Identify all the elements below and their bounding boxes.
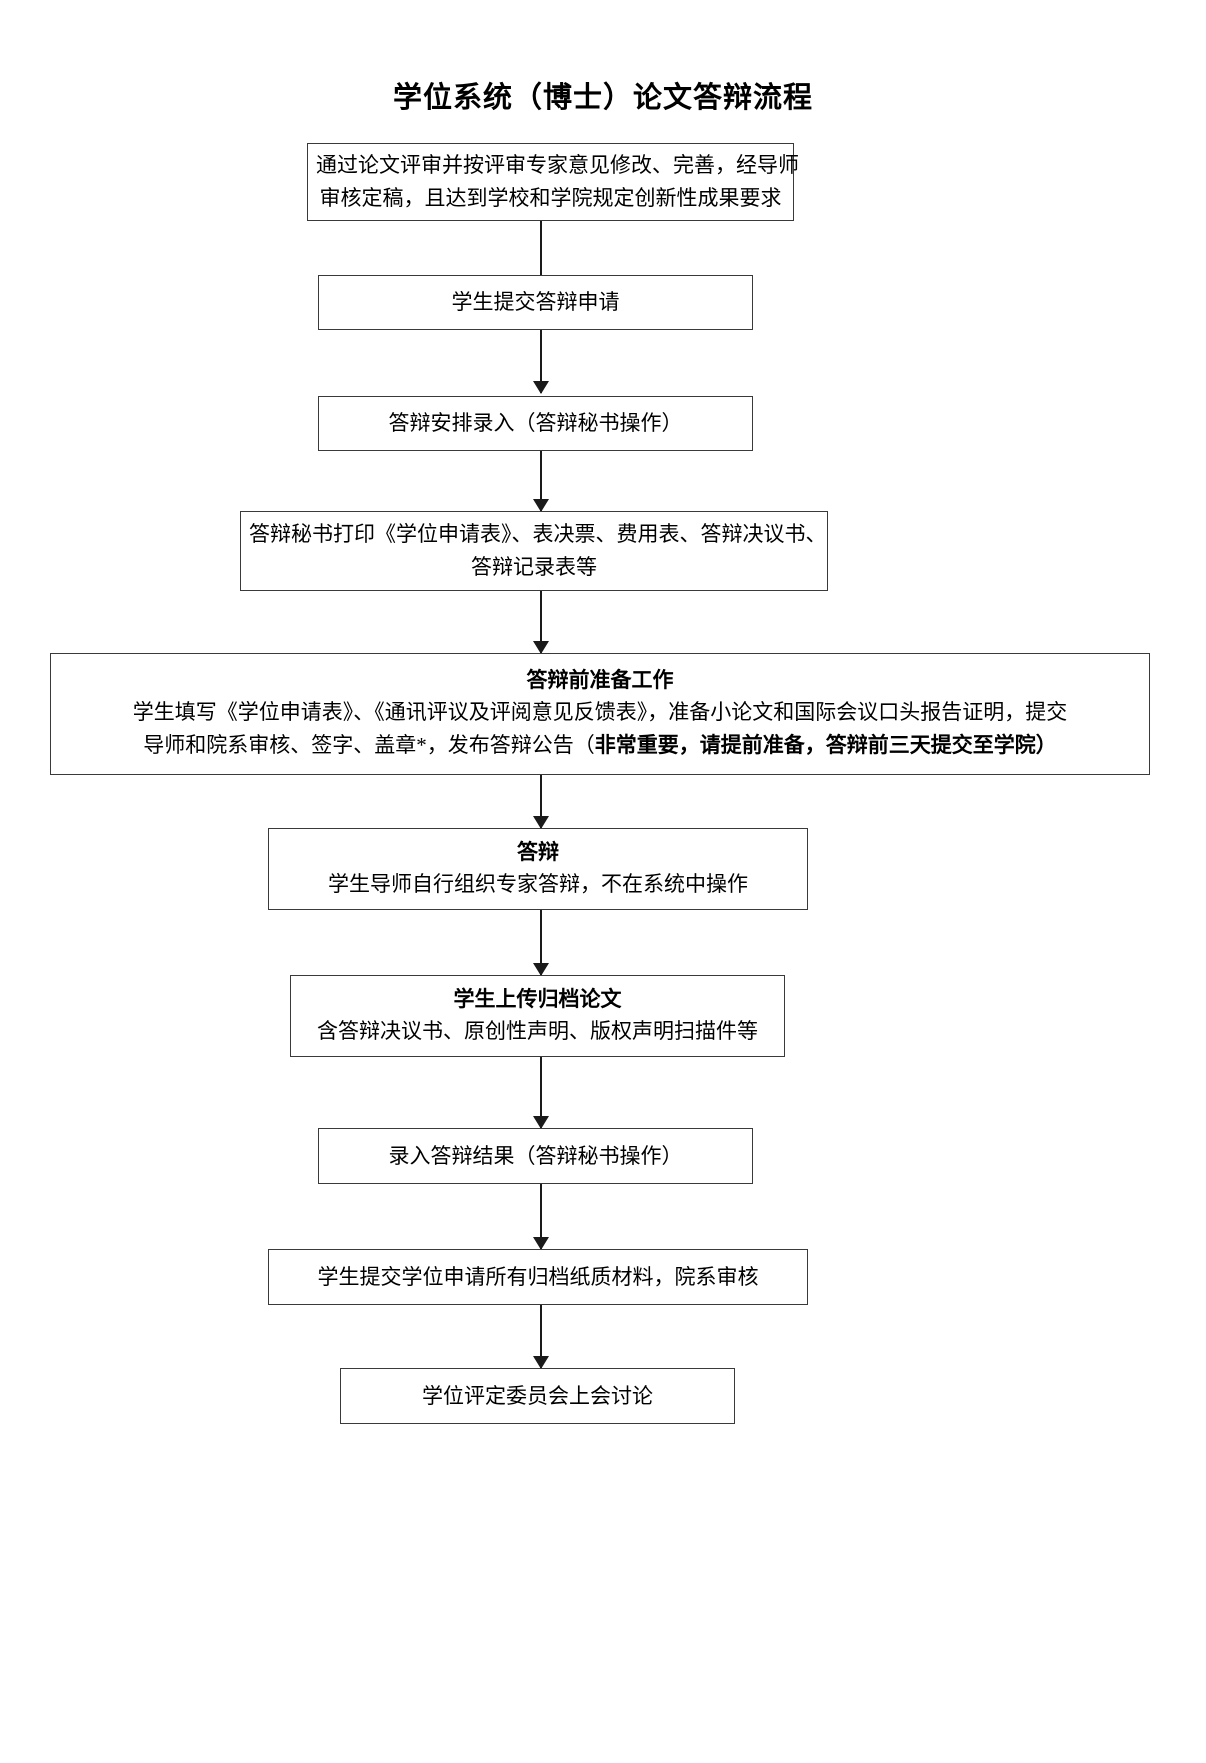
step-thesis-review-passed: 通过论文评审并按评审专家意见修改、完善，经导师 审核定稿，且达到学校和学院规定创… — [307, 143, 799, 221]
page-title: 学位系统（博士）论文答辩流程 — [392, 82, 813, 114]
node-8-line-1: 录入答辩结果（答辩秘书操作） — [388, 1143, 683, 1168]
step-secretary-print-forms: 答辩秘书打印《学位申请表》、表决票、费用表、答辩决议书、 答辩记录表等 — [240, 511, 828, 591]
node-9-line-1: 学生提交学位申请所有归档纸质材料，院系审核 — [317, 1264, 759, 1289]
arrow-8-to-9 — [540, 1184, 542, 1249]
arrow-3-to-4 — [540, 451, 542, 511]
step-defense: 答辩 学生导师自行组织专家答辩，不在系统中操作 — [268, 828, 808, 910]
arrow-4-to-5 — [540, 591, 542, 653]
node-5-line-1: 学生填写《学位申请表》、《通讯评议及评阅意见反馈表》，准备小论文和国际会议口头报… — [132, 700, 1068, 725]
arrow-7-to-8 — [540, 1057, 542, 1128]
arrow-1-to-2 — [540, 221, 542, 297]
step-student-submit-defense-application: 学生提交答辩申请 — [318, 275, 753, 330]
node-6-heading: 答辩 — [517, 840, 559, 864]
arrow-2-to-3 — [540, 330, 542, 393]
node-5-heading: 答辩前准备工作 — [526, 668, 674, 692]
node-4-line-2: 答辩记录表等 — [471, 555, 597, 579]
step-enter-defense-result: 录入答辩结果（答辩秘书操作） — [318, 1128, 753, 1184]
node-7-heading: 学生上传归档论文 — [453, 987, 622, 1011]
node-1-line-2: 审核定稿，且达到学校和学院规定创新性成果要求 — [319, 186, 782, 210]
node-6-line-1: 学生导师自行组织专家答辩，不在系统中操作 — [328, 871, 748, 896]
node-5-line-2: 导师和院系审核、签字、盖章*，发布答辩公告（非常重要，请提前准备，答辩前三天提交… — [57, 729, 1143, 763]
step-degree-committee-discussion: 学位评定委员会上会讨论 — [340, 1368, 735, 1424]
step-pre-defense-preparation: 答辩前准备工作 学生填写《学位申请表》、《通讯评议及评阅意见反馈表》，准备小论文… — [50, 653, 1150, 775]
arrow-9-to-10 — [540, 1305, 542, 1368]
arrow-6-to-7 — [540, 910, 542, 975]
node-1-line-1: 通过论文评审并按评审专家意见修改、完善，经导师 — [316, 153, 799, 178]
node-7-line-1: 含答辩决议书、原创性声明、版权声明扫描件等 — [317, 1018, 758, 1043]
step-submit-paper-materials-department-review: 学生提交学位申请所有归档纸质材料，院系审核 — [268, 1249, 808, 1305]
node-5-line-2-plain: 导师和院系审核、签字、盖章*，发布答辩公告（ — [143, 732, 595, 757]
node-3-line-1: 答辩安排录入（答辩秘书操作） — [388, 411, 683, 436]
node-2-line-1: 学生提交答辩申请 — [451, 290, 620, 315]
step-student-upload-archive-thesis: 学生上传归档论文 含答辩决议书、原创性声明、版权声明扫描件等 — [290, 975, 785, 1057]
arrow-5-to-6 — [540, 775, 542, 828]
step-defense-arrangement-entry: 答辩安排录入（答辩秘书操作） — [318, 396, 753, 451]
node-10-line-1: 学位评定委员会上会讨论 — [422, 1383, 653, 1408]
node-5-line-2-bold: 非常重要，请提前准备，答辩前三天提交至学院） — [594, 733, 1057, 757]
node-4-line-1: 答辩秘书打印《学位申请表》、表决票、费用表、答辩决议书、 — [249, 522, 827, 547]
